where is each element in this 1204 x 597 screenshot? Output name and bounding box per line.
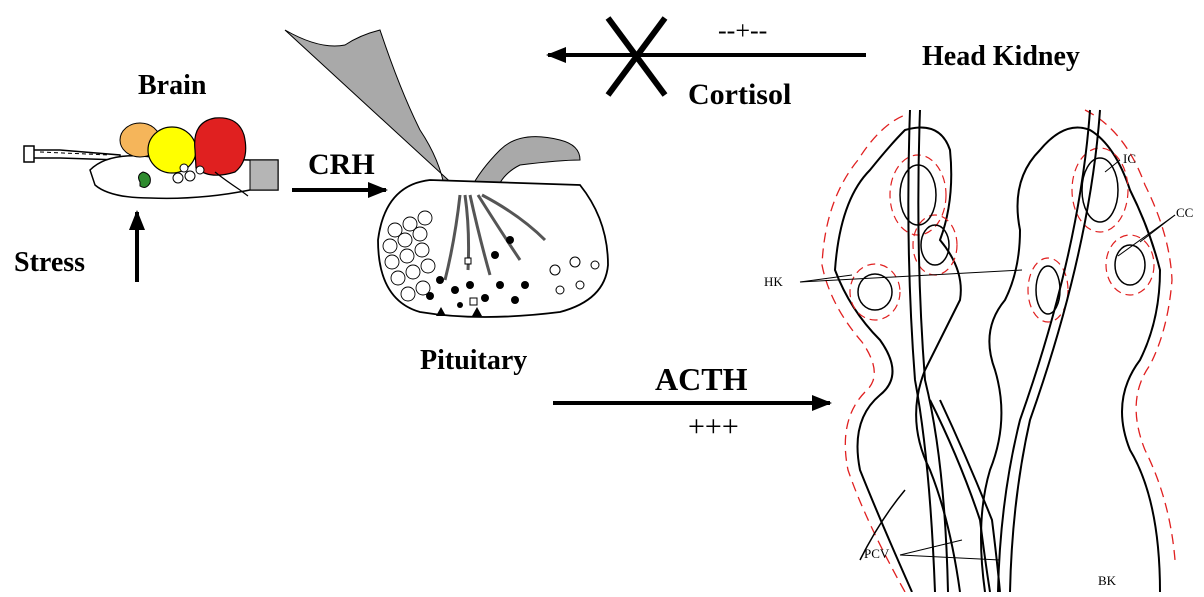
pituitary-label: Pituitary: [420, 347, 527, 375]
bk-label: BK: [1098, 574, 1116, 587]
acth-label: ACTH: [655, 363, 747, 395]
cortisol-label: Cortisol: [688, 80, 791, 110]
crh-label: CRH: [308, 150, 375, 180]
fish-brain-illustration: [24, 118, 278, 199]
ic-label: IC: [1123, 152, 1136, 165]
stress-label: Stress: [14, 249, 85, 277]
head-kidney-illustration: [800, 110, 1175, 592]
hk-label: HK: [764, 275, 783, 288]
brain-label: Brain: [138, 72, 206, 100]
acth-effect-label: +++: [688, 412, 739, 442]
pcv-label: PCV: [864, 547, 889, 560]
head-kidney-label: Head Kidney: [922, 43, 1080, 71]
cc-label: CC: [1176, 206, 1193, 219]
cortisol-effect-label: --+--: [718, 18, 767, 44]
